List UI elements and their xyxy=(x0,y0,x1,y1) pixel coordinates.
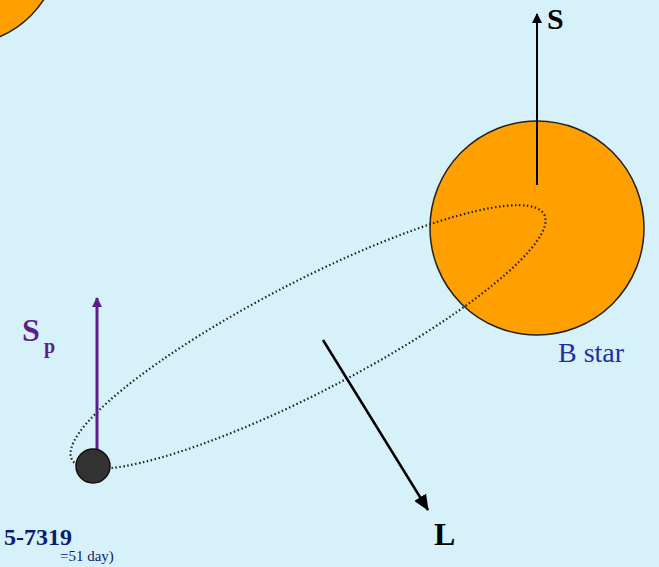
star-label: B star xyxy=(558,339,624,367)
orbit-period: =51 day) xyxy=(60,549,114,564)
pulsar-spin-label: S xyxy=(22,314,40,346)
corner-star xyxy=(0,0,60,45)
b-star-node: B star xyxy=(430,121,644,335)
subscript-label: p xyxy=(44,336,55,356)
pulsar-spin-arrow xyxy=(96,298,99,458)
spin-arrow xyxy=(536,14,538,185)
orbit-ellipse xyxy=(47,166,570,508)
momentum-label: L xyxy=(434,518,455,550)
pulsar-name: 5-7319 xyxy=(4,525,72,549)
pulsar-dot xyxy=(76,449,110,483)
pulsar-node: 5-7319=51 day) xyxy=(76,449,110,483)
orbital-momentum-arrow xyxy=(323,340,428,510)
spin-label: S xyxy=(547,4,564,34)
